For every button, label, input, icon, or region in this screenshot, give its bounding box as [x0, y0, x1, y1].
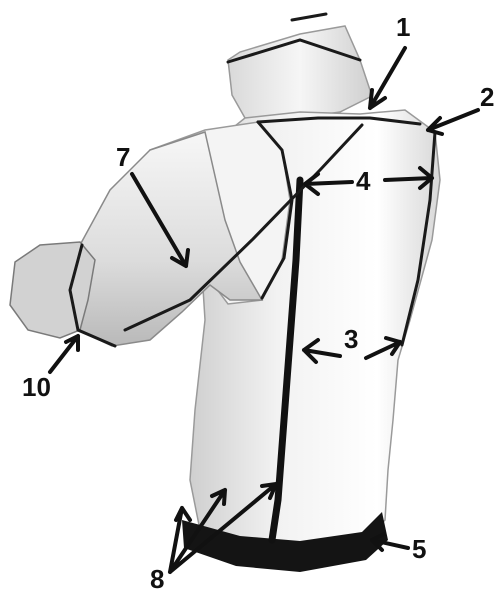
label-4: 4 — [356, 166, 371, 196]
label-3: 3 — [344, 324, 358, 354]
arrow-1 — [370, 48, 405, 108]
neck-top-mark — [292, 14, 326, 20]
label-8: 8 — [150, 564, 164, 593]
arrow-10 — [50, 336, 78, 372]
label-5: 5 — [412, 534, 426, 564]
hand — [10, 242, 95, 338]
label-1: 1 — [396, 12, 410, 42]
label-2: 2 — [480, 82, 494, 112]
label-10: 10 — [22, 372, 51, 402]
arrow-2 — [428, 110, 478, 134]
label-7: 7 — [116, 142, 130, 172]
arrow-5 — [372, 534, 408, 550]
